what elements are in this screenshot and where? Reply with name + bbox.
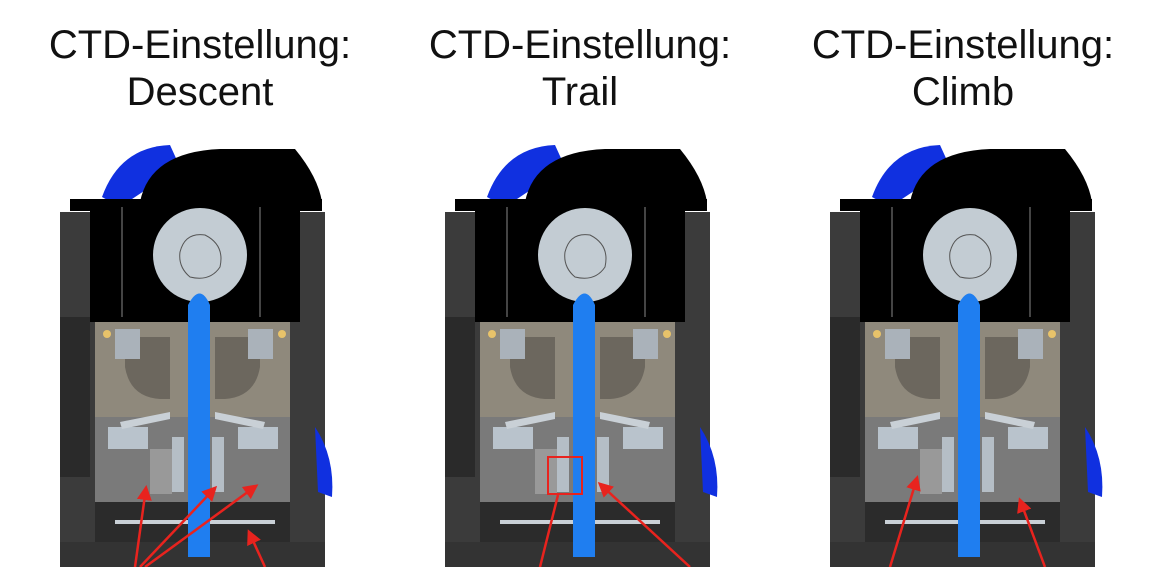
title-line1: CTD-Einstellung: (811, 23, 1115, 67)
title-line1: CTD-Einstellung: (48, 23, 352, 67)
title-line2: Descent (126, 70, 274, 114)
arrow (144, 484, 259, 567)
arrow (139, 485, 218, 567)
annotation-arrows-trail (538, 481, 691, 567)
panel-title-trail: CTD-Einstellung: Trail (390, 22, 770, 116)
arrow (133, 485, 152, 567)
damper-section-climb (830, 145, 1102, 567)
title-line2: Trail (541, 70, 619, 114)
damper-section-trail (445, 145, 717, 567)
damper-section-descent (60, 145, 332, 567)
annotation-arrows-climb (888, 475, 1047, 567)
title-line2: Climb (911, 70, 1015, 114)
arrow (597, 481, 691, 567)
arrow (1017, 497, 1047, 567)
panel-title-descent: CTD-Einstellung: Descent (10, 22, 390, 116)
title-line1: CTD-Einstellung: (428, 23, 732, 67)
arrow (538, 494, 560, 567)
highlight-box (547, 456, 583, 495)
panel-title-climb: CTD-Einstellung: Climb (773, 22, 1153, 116)
arrow (247, 529, 267, 567)
annotation-arrows-descent (133, 484, 267, 567)
arrow (888, 475, 921, 567)
